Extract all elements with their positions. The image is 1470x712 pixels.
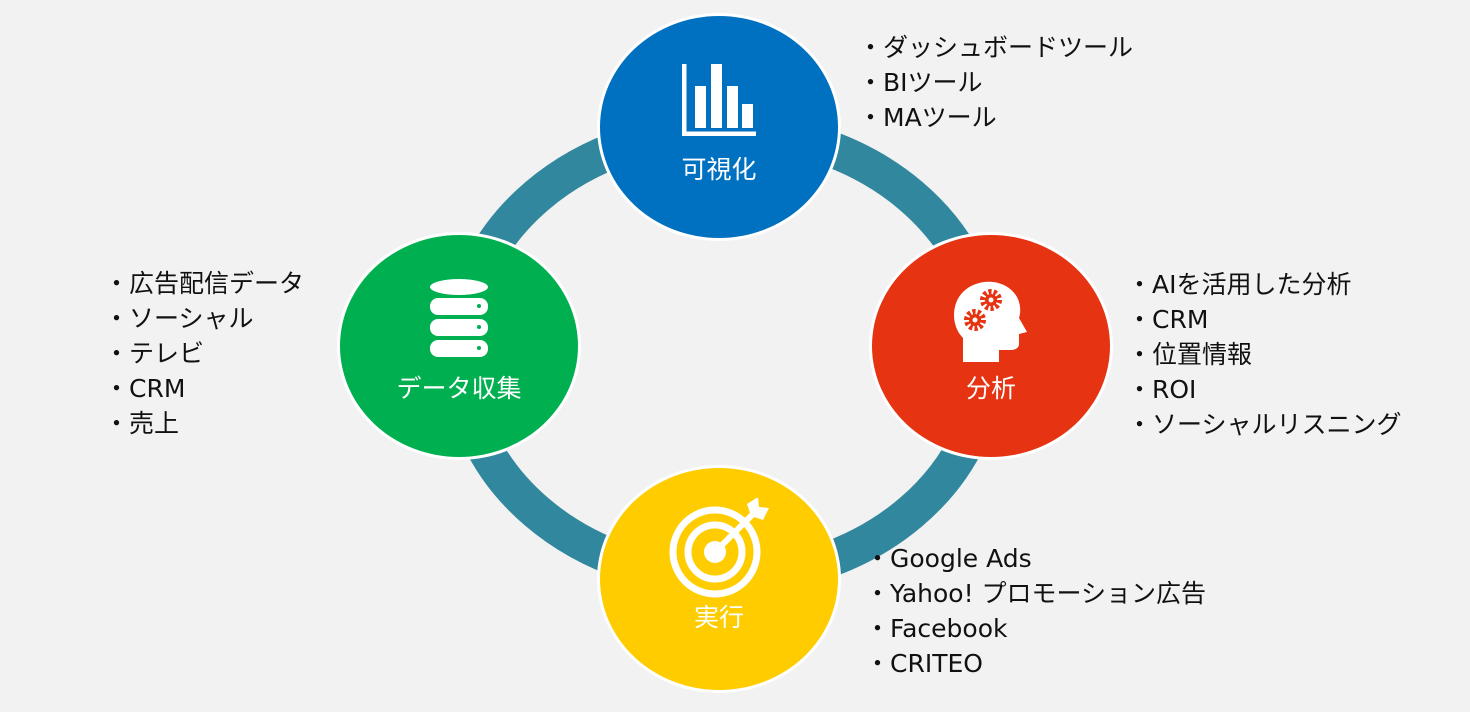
list-item: ・位置情報 — [1127, 340, 1253, 369]
node-visualize: 可視化 — [597, 13, 841, 241]
list-item: ・広告配信データ — [104, 269, 305, 298]
node-execute: 実行 — [597, 465, 841, 693]
list-item: ・ソーシャル — [104, 304, 254, 333]
list-item: ・ソーシャルリスニング — [1127, 410, 1402, 439]
collect-sources-list: ・広告配信データ ・ソーシャル ・テレビ ・CRM ・売上 — [104, 266, 304, 441]
list-item: ・CRM — [1127, 305, 1209, 334]
list-item: ・AIを活用した分析 — [1127, 270, 1352, 299]
node-label: データ収集 — [396, 374, 522, 403]
database-icon — [429, 279, 489, 359]
list-item: ・CRITEO — [865, 649, 983, 678]
list-item: ・売上 — [104, 409, 180, 438]
node-collect: データ収集 — [337, 232, 581, 460]
list-item: ・テレビ — [104, 339, 205, 368]
node-label: 可視化 — [681, 155, 757, 184]
list-item: ・Google Ads — [865, 544, 1032, 573]
execute-channels-list: ・Google Ads ・Yahoo! プロモーション広告 ・Facebook … — [865, 541, 1206, 681]
list-item: ・ROI — [1127, 375, 1197, 404]
list-item: ・CRM — [104, 374, 186, 403]
head-gears-icon — [953, 279, 1029, 362]
node-label: 分析 — [965, 374, 1016, 403]
node-label: 実行 — [693, 603, 744, 632]
visualize-tools-list: ・ダッシュボードツール ・BIツール ・MAツール — [858, 30, 1133, 135]
node-analyze: 分析 — [869, 232, 1113, 460]
analyze-methods-list: ・AIを活用した分析 ・CRM ・位置情報 ・ROI ・ソーシャルリスニング — [1127, 267, 1402, 442]
list-item: ・Facebook — [865, 614, 1008, 643]
list-item: ・BIツール — [858, 68, 983, 97]
list-item: ・Yahoo! プロモーション広告 — [865, 579, 1207, 608]
target-arrow-icon — [669, 498, 769, 598]
bar-chart-icon — [682, 60, 756, 140]
list-item: ・MAツール — [858, 103, 997, 132]
list-item: ・ダッシュボードツール — [858, 33, 1134, 62]
